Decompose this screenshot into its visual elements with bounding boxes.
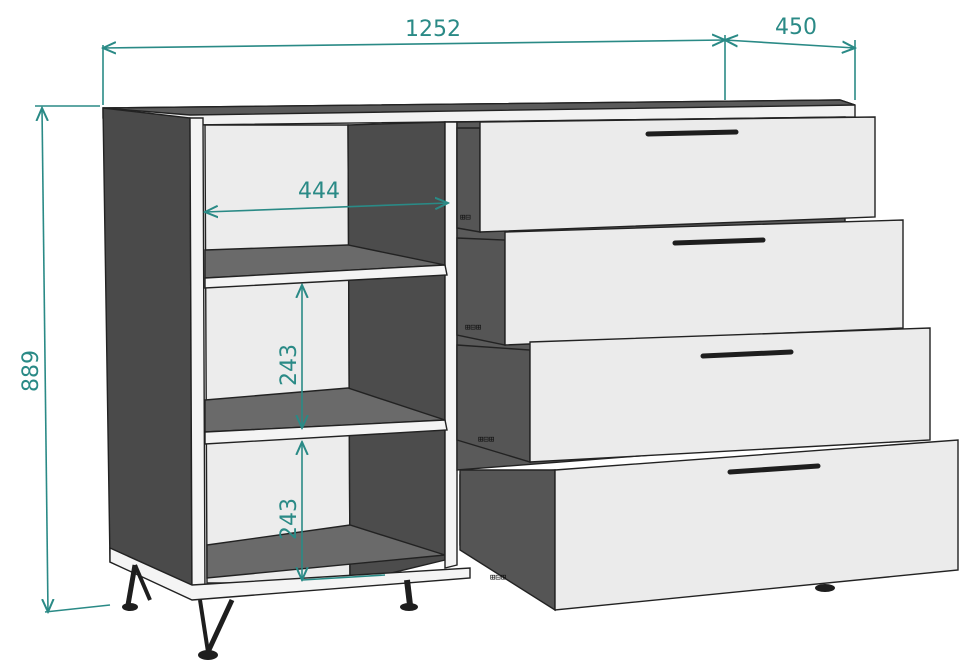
bottom-panel-front — [109, 546, 471, 601]
shelf-gap-lower-label: 243 — [277, 498, 302, 540]
leg-back-left — [125, 564, 138, 606]
drawer-2: ⊞⊟⊞ — [456, 219, 904, 346]
dimensions: 1252 450 889 444 243 243 — [19, 15, 855, 612]
niche-width-line — [205, 203, 448, 212]
lower-shelf-front — [204, 419, 448, 445]
drawer-3-front — [529, 327, 931, 463]
width-dimension-line — [103, 40, 725, 48]
drawer-1-handle — [645, 129, 739, 137]
drawer-2-front — [504, 219, 904, 346]
leg-front-left-2 — [198, 599, 210, 653]
legs — [122, 564, 835, 660]
leg-front-left — [205, 598, 235, 654]
depth-dimension-line — [725, 40, 855, 48]
leg-front-mid — [404, 579, 413, 606]
depth-label: 450 — [775, 15, 817, 40]
drawer-3: ⊞⊟⊞ — [456, 327, 931, 463]
drawer-1-front — [479, 116, 876, 233]
height-dimension-line — [42, 108, 48, 612]
overall-width-label: 1252 — [405, 17, 461, 42]
drawer-4-runner-mark: ⊞⊟⊞ — [490, 573, 506, 583]
height-label: 889 — [19, 350, 44, 392]
foot-front-mid — [400, 603, 418, 611]
leg-back-left-2 — [133, 564, 152, 601]
upper-shelf-front — [204, 264, 448, 289]
drawer-4-side — [459, 469, 556, 612]
left-front-edge — [189, 117, 206, 599]
drawer-1-runner-mark: ⊞⊟ — [460, 213, 471, 223]
drawer-3-handle — [700, 349, 794, 359]
niche-right-wall — [347, 121, 446, 584]
drawer-4: ⊞⊟⊞ — [459, 439, 959, 612]
drawer-2-runner-mark: ⊞⊟⊞ — [465, 323, 481, 333]
foot-front-left — [198, 650, 218, 660]
drawer-4-handle — [727, 463, 821, 475]
foot-right — [815, 584, 835, 592]
drawer-1: ⊞⊟ — [456, 116, 876, 233]
niche-width-label: 444 — [298, 179, 340, 204]
shelf-gap-lower-tick — [301, 574, 386, 581]
drawer-4-front — [554, 439, 959, 611]
shelf-gap-upper-label: 243 — [277, 344, 302, 386]
foot-back-left — [122, 603, 138, 611]
left-side-panel — [102, 107, 193, 600]
middle-divider — [444, 121, 458, 569]
height-extension-bottom — [44, 604, 111, 613]
drawer-2-handle — [672, 237, 766, 246]
top-panel-face — [102, 99, 856, 116]
drawer-3-runner-mark: ⊞⊟⊞ — [478, 435, 494, 445]
